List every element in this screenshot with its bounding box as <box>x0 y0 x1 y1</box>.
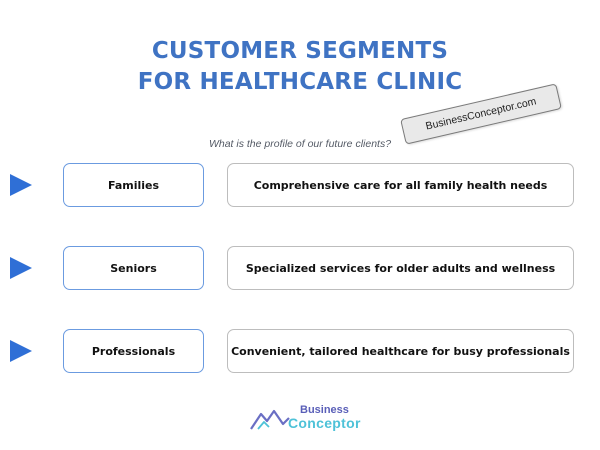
segment-row-families: Families Comprehensive care for all fami… <box>0 163 600 207</box>
segment-description-box: Convenient, tailored healthcare for busy… <box>227 329 574 373</box>
title-line-1: CUSTOMER SEGMENTS <box>151 38 449 64</box>
logo-text-top: Business <box>300 404 349 416</box>
brand-logo: Business Conceptor <box>250 404 360 434</box>
play-arrow-icon <box>10 257 32 279</box>
segment-description-box: Specialized services for older adults an… <box>227 246 574 290</box>
segment-name-box: Seniors <box>63 246 204 290</box>
page-title: CUSTOMER SEGMENTS FOR HEALTHCARE CLINIC <box>0 36 600 98</box>
play-arrow-icon <box>10 174 32 196</box>
segment-row-professionals: Professionals Convenient, tailored healt… <box>0 329 600 373</box>
subtitle: What is the profile of our future client… <box>208 138 392 150</box>
play-arrow-icon <box>10 340 32 362</box>
title-line-2: FOR HEALTHCARE CLINIC <box>137 69 463 95</box>
mountain-logo-icon <box>250 409 290 430</box>
logo-text-bottom: Conceptor <box>288 415 361 431</box>
segment-row-seniors: Seniors Specialized services for older a… <box>0 246 600 290</box>
segment-name-box: Professionals <box>63 329 204 373</box>
segment-name-box: Families <box>63 163 204 207</box>
segment-description-box: Comprehensive care for all family health… <box>227 163 574 207</box>
